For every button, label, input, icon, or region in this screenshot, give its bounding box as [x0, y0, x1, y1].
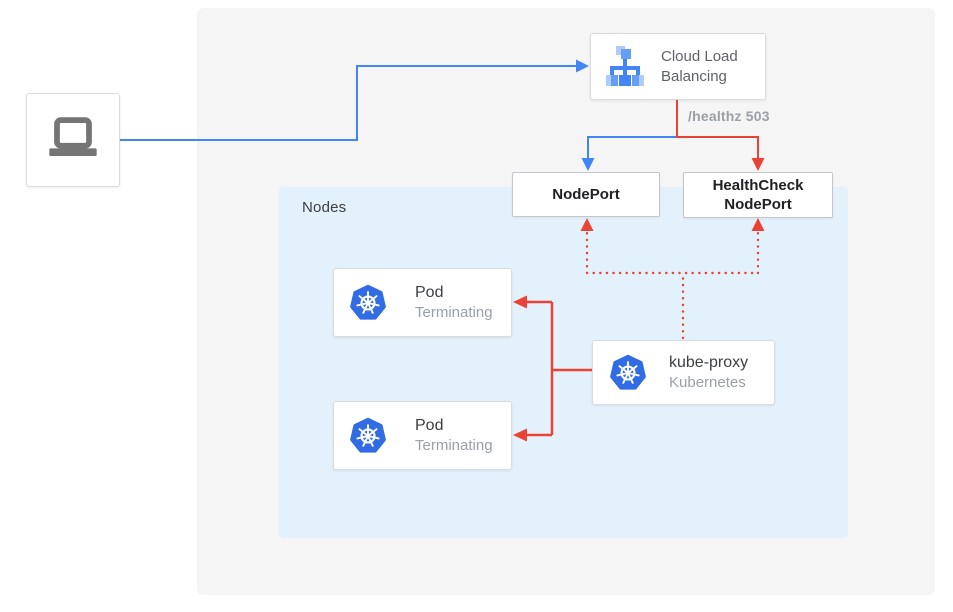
- laptop-icon: [49, 117, 97, 156]
- pod-node: Pod Terminating: [333, 401, 512, 470]
- pod-title: Pod: [415, 417, 444, 434]
- kube-proxy-node: kube-proxy Kubernetes: [592, 340, 775, 405]
- nodes-group-label: Nodes: [302, 199, 347, 216]
- pod-status: Terminating: [415, 437, 493, 454]
- load-balancer-icon: [606, 45, 644, 86]
- healthcheck-nodeport-node: HealthCheck NodePort: [683, 172, 833, 218]
- pod-status: Terminating: [415, 304, 493, 321]
- pod-node: Pod Terminating: [333, 268, 512, 337]
- healthz-status-label: /healthz 503: [688, 108, 770, 124]
- cloud-load-balancing-node: Cloud Load Balancing: [590, 33, 766, 100]
- healthcheck-nodeport-label: HealthCheck NodePort: [712, 177, 804, 213]
- nodeport-label: NodePort: [552, 186, 620, 203]
- kube-proxy-title: kube-proxy: [669, 354, 749, 371]
- client-node: [26, 93, 120, 187]
- kubernetes-icon: [350, 284, 386, 320]
- cloud-load-balancing-label: Cloud Load Balancing: [661, 47, 738, 85]
- kubernetes-icon: [350, 417, 386, 453]
- kube-proxy-subtitle: Kubernetes: [669, 374, 746, 391]
- kubernetes-icon: [610, 354, 646, 390]
- nodeport-node: NodePort: [512, 172, 660, 217]
- pod-title: Pod: [415, 284, 444, 301]
